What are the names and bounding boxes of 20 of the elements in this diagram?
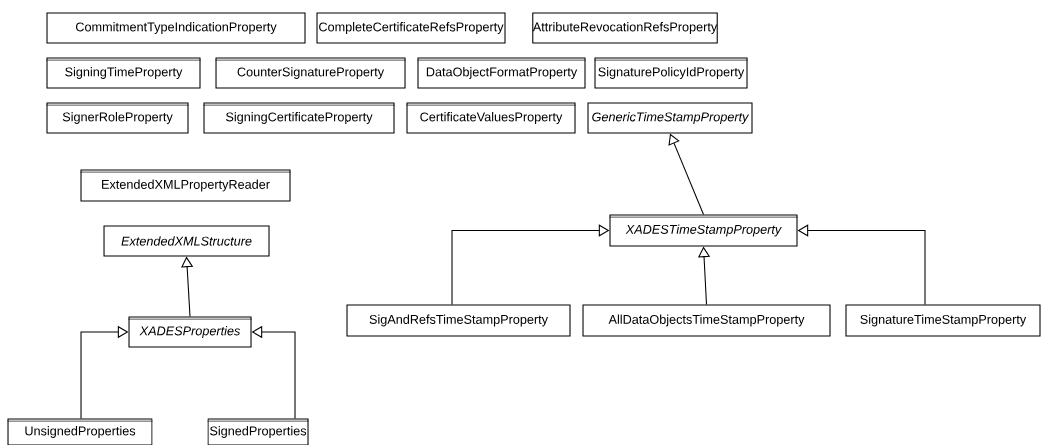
class-box: AttributeRevocationRefsProperty xyxy=(532,12,718,44)
class-box: ExtendedXMLStructure xyxy=(103,225,270,257)
class-box: GenericTimeStampProperty xyxy=(587,102,753,134)
class-box: SigningTimeProperty xyxy=(46,57,201,89)
class-box: SigAndRefsTimeStampProperty xyxy=(346,304,571,337)
class-box: SignaturePolicyIdProperty xyxy=(594,57,748,89)
class-box: SignerRoleProperty xyxy=(46,102,189,134)
class-box: UnsignedProperties xyxy=(7,418,153,445)
class-box: CertificateValuesProperty xyxy=(406,102,576,134)
class-box: SigningCertificateProperty xyxy=(203,102,395,134)
class-box: SignatureTimeStampProperty xyxy=(845,304,1041,337)
class-box: DataObjectFormatProperty xyxy=(417,57,586,89)
class-box: AllDataObjectsTimeStampProperty xyxy=(582,304,831,337)
class-box: CompleteCertificateRefsProperty xyxy=(316,12,506,44)
class-box: CounterSignatureProperty xyxy=(215,57,406,89)
class-box: XADESTimeStampProperty xyxy=(609,214,798,247)
class-box: XADESProperties xyxy=(128,316,252,348)
class-box: SignedProperties xyxy=(207,418,309,445)
class-box: CommitmentTypeIndicationProperty xyxy=(46,12,306,44)
class-box: ExtendedXMLPropertyReader xyxy=(80,169,291,202)
